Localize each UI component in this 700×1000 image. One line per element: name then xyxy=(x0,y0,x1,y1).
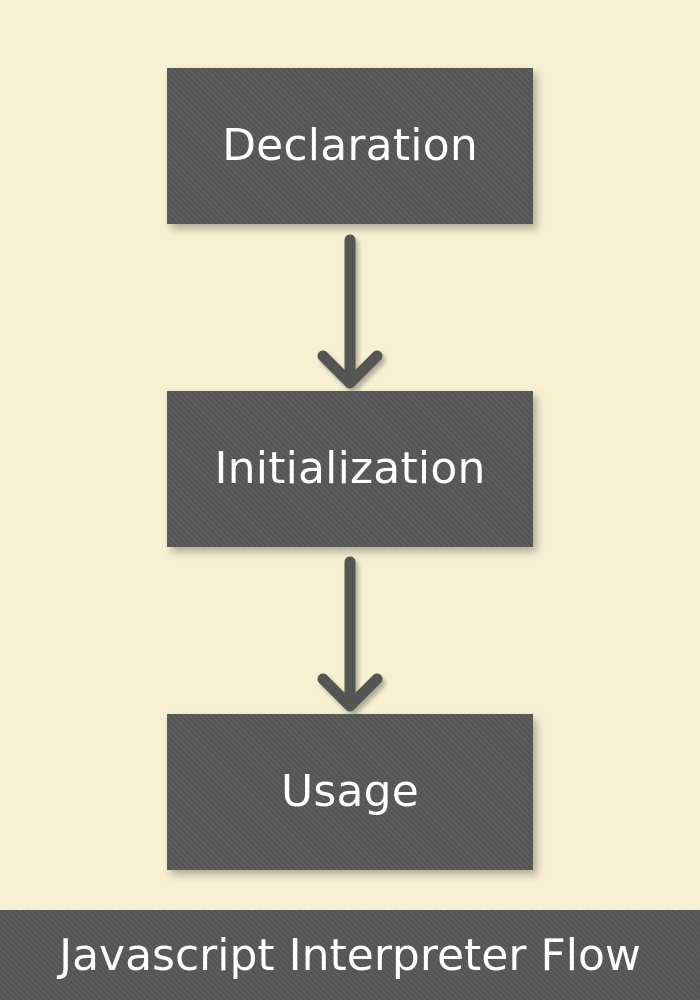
declaration-box: Declaration xyxy=(167,68,533,224)
footer-title: Javascript Interpreter Flow xyxy=(59,929,641,981)
arrow-initialization-to-usage xyxy=(317,556,383,712)
usage-box: Usage xyxy=(167,714,533,870)
arrow-declaration-to-initialization xyxy=(317,234,383,389)
flow-connectors xyxy=(317,234,383,712)
initialization-label: Initialization xyxy=(214,443,486,494)
footer-bar: Javascript Interpreter Flow xyxy=(0,910,700,1000)
usage-label: Usage xyxy=(280,766,420,817)
declaration-label: Declaration xyxy=(222,120,478,171)
flow-diagram: Declaration Initialization Usage xyxy=(167,68,533,870)
initialization-box: Initialization xyxy=(167,391,533,547)
